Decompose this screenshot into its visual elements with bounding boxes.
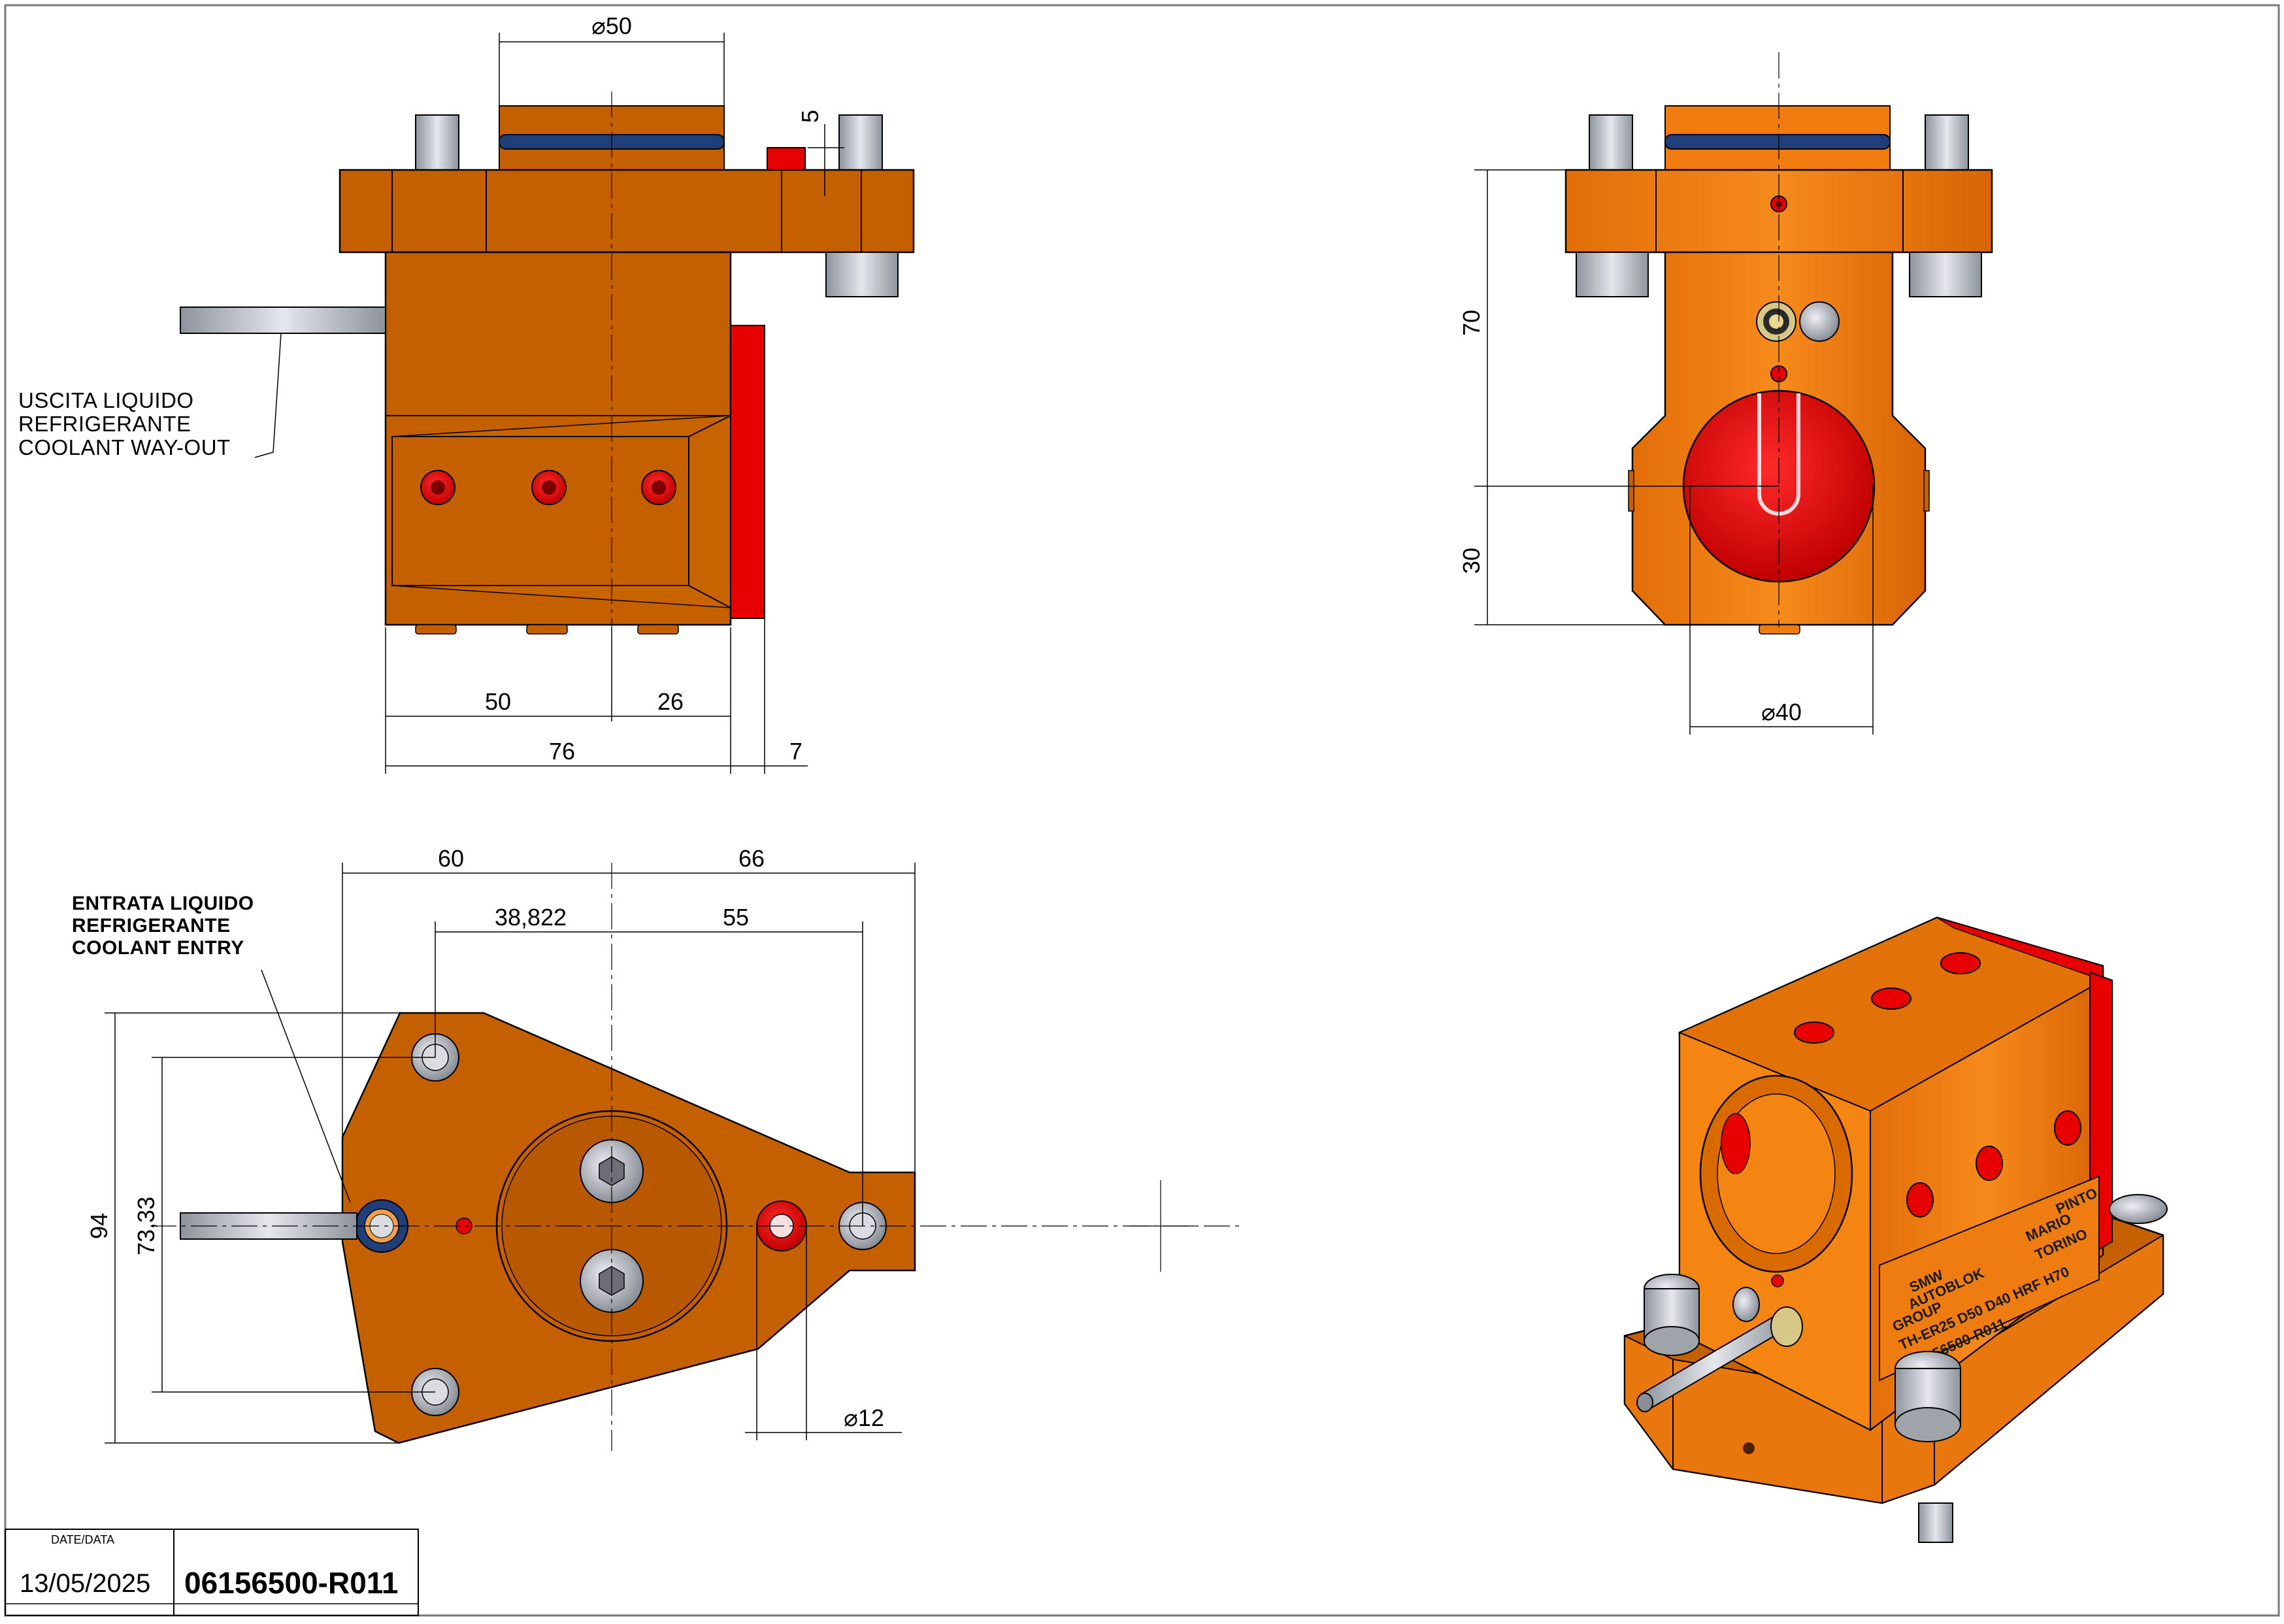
label-coolant-out-3: COOLANT WAY-OUT [18,435,231,459]
label-coolant-in-2: REFRIGERANTE [72,915,231,936]
dim-70: 70 [1458,310,1485,336]
front-flange [339,169,915,254]
dim-26: 26 [657,688,684,715]
title-block: DATE/DATA 13/05/2025 06156500-R011 [5,1529,419,1616]
dim-66: 66 [738,845,765,872]
dim-7333: 73,33 [133,1197,159,1255]
front-red-pin [767,147,806,172]
front-bolt-head-right [825,252,899,297]
dim-94: 94 [86,1213,112,1239]
front-stud-left [415,114,459,171]
iso-nameplate [1879,1175,2100,1382]
label-coolant-in-3: COOLANT ENTRY [72,937,244,959]
dim-30: 30 [1458,548,1485,574]
dim-top-dia: ⌀50 [591,12,632,39]
top-view: 60 66 38,822 55 94 73,33 ⌀12 ENTRATA LIQ… [72,845,1242,1451]
label-coolant-out-2: REFRIGERANTE [18,412,191,436]
drawing-code: 06156500-R011 [184,1566,398,1600]
title-date-label: DATE/DATA [51,1533,114,1546]
dim-55: 55 [723,904,749,931]
front-stud-right [838,114,883,171]
dim-60: 60 [438,845,464,872]
dim-38822: 38,822 [495,904,567,931]
dim-7: 7 [789,738,803,765]
sheet-border [4,4,2280,1617]
iso-view: SMW AUTOBLOK GROUP MARIO PINTO TORINO TH… [1623,916,2168,1543]
front-view: ⌀50 5 50 26 76 7 USCITA LIQUIDO REFRIGER… [18,12,915,774]
dim-50: 50 [485,688,511,715]
dim-pin-h: 5 [797,110,823,123]
front-coolant-pipe [180,307,386,334]
side-view: 70 30 ⌀40 [1458,52,1993,735]
dim-76: 76 [549,738,575,765]
label-coolant-out-1: USCITA LIQUIDO [18,388,194,412]
side-plug [1799,301,1840,342]
front-red-plate [730,325,765,619]
dim-dia12: ⌀12 [844,1404,884,1431]
dim-dia40: ⌀40 [1761,699,1802,725]
label-coolant-in-1: ENTRATA LIQUIDO [72,893,254,914]
title-date: 13/05/2025 [20,1569,150,1598]
